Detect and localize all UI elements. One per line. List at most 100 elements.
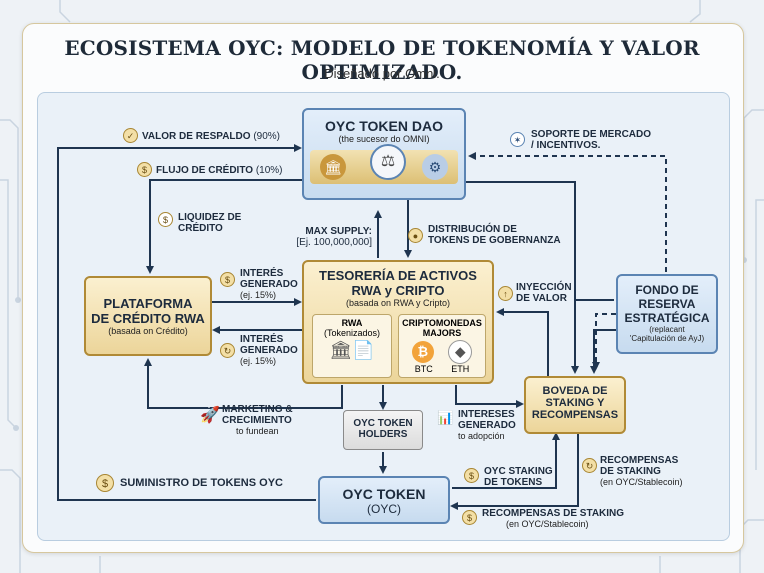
- intereses-label: INTERESES GENERADO to adopción: [458, 409, 516, 442]
- token-title: OYC TOKEN: [342, 486, 426, 502]
- dao-icons: 🏛 ⚖ ⚙: [310, 144, 458, 184]
- shield-check-icon: ✓: [123, 128, 138, 143]
- marketing-label: MARKETING & CRECIMIENTO to fundean: [222, 404, 293, 437]
- soporte-line-2: / INCENTIVOS.: [531, 140, 601, 151]
- flujo-credito-pct: (10%): [255, 165, 283, 176]
- page-subtitle: Diseñado por Omni.: [324, 66, 440, 81]
- rocket-icon: 🚀: [200, 407, 220, 424]
- inyeccion-label: INYECCIÓN DE VALOR: [516, 282, 572, 304]
- network-icon: ✶: [510, 132, 525, 147]
- platform-title-1: PLATAFORMA: [103, 296, 193, 311]
- interes-1-label: INTERÉS GENERADO (ej. 15%): [240, 268, 298, 301]
- inyeccion-line-2: DE VALOR: [516, 293, 567, 304]
- interes-2-label: INTERÉS GENERADO (ej. 15%): [240, 334, 298, 367]
- valor-respaldo-text: VALOR DE RESPALDO: [142, 131, 251, 142]
- recompensas-right-sub: (en OYC/Stablecoin): [600, 477, 683, 487]
- interes-1-pct: (ej. 15%): [240, 290, 277, 300]
- arrow-reserve-staking: [590, 329, 616, 374]
- arrow-valor-respaldo: [57, 144, 316, 501]
- dollar-hand-icon: $: [137, 162, 152, 177]
- crypto-title-2: MAJORS: [422, 328, 462, 338]
- staking-title-2: STAKING Y: [545, 397, 605, 409]
- crypto-title-1: CRIPTOMONEDAS: [402, 318, 482, 328]
- marketing-sub: to fundean: [236, 426, 279, 436]
- bank-icon: 🏛: [320, 154, 346, 180]
- dao-subtitle: (the sucesor do OMNI): [338, 134, 430, 144]
- interes-1-line-2: GENERADO: [240, 279, 298, 290]
- reward-cycle-icon: ↻: [582, 458, 597, 473]
- scales-icon: ⚖: [370, 144, 406, 180]
- platform-title-2: DE CRÉDITO RWA: [91, 311, 205, 326]
- distribucion-line-2: TOKENS DE GOBERNANZA: [428, 235, 561, 246]
- cycle-icon: ↻: [220, 343, 235, 358]
- staking-title-1: BOVEDA DE: [542, 385, 608, 397]
- arrow-flujo-credito: [146, 179, 304, 274]
- reserve-title-3: ESTRATÉGICA: [624, 311, 710, 325]
- arrow-marketing: [144, 358, 343, 409]
- arrow-dao-staking: [466, 181, 579, 374]
- rwa-title: RWA: [341, 318, 363, 328]
- hand-coin-icon: $: [158, 212, 173, 227]
- soporte-line-1: SOPORTE DE MERCADO: [531, 129, 652, 140]
- distribucion-label: DISTRIBUCIÓN DE TOKENS DE GOBERNANZA: [428, 224, 561, 246]
- recompensas-bottom-label: RECOMPENSAS DE STAKING (en OYC/Stablecoi…: [482, 508, 624, 530]
- token-box: OYC TOKEN (OYC): [318, 476, 450, 524]
- bank-doc-icon: 🏛📄: [329, 340, 375, 360]
- chart-icon: 📊: [437, 410, 454, 425]
- intereses-sub: to adopción: [458, 431, 505, 441]
- eth-label: ETH: [451, 364, 470, 374]
- interes-1-line-1: INTERÉS: [240, 268, 284, 279]
- suministro-label: SUMINISTRO DE TOKENS OYC: [120, 477, 283, 489]
- max-supply-line-2: [Ej. 100,000,000]: [296, 237, 372, 248]
- max-supply-label: MAX SUPPLY: [Ej. 100,000,000]: [290, 226, 372, 248]
- treasury-box: TESORERÍA DE ACTIVOS RWA y CRIPTO (basad…: [302, 260, 494, 384]
- interes-2-pct: (ej. 15%): [240, 356, 277, 366]
- eth-icon: ◆: [448, 340, 473, 364]
- platform-box: PLATAFORMA DE CRÉDITO RWA (basada on Cré…: [84, 276, 212, 356]
- arrow-reserve-dashed: [592, 313, 616, 370]
- intereses-line-1: INTERESES: [458, 409, 515, 420]
- gear-icon: ⚙: [422, 154, 448, 180]
- marketing-line-2: CRECIMIENTO: [222, 415, 292, 426]
- oyc-staking-line-1: OYC STAKING: [484, 466, 553, 477]
- oyc-staking-label: OYC STAKING DE TOKENS: [484, 466, 553, 488]
- dollar-coin-icon: $: [96, 474, 114, 492]
- staking-coin-icon: $: [464, 468, 479, 483]
- soporte-label: SOPORTE DE MERCADO / INCENTIVOS.: [531, 129, 651, 151]
- dao-box: OYC TOKEN DAO (the sucesor do OMNI) 🏛 ⚖ …: [302, 108, 466, 200]
- staking-box: BOVEDA DE STAKING Y RECOMPENSAS: [524, 376, 626, 434]
- arrow-soporte: [468, 152, 667, 272]
- staking-title-3: RECOMPENSAS: [531, 409, 619, 421]
- people-icon: ●: [408, 228, 423, 243]
- rwa-subtitle: (Tokenizados): [323, 328, 381, 338]
- interes-2-line-2: GENERADO: [240, 345, 298, 356]
- rwa-sub-box: RWA (Tokenizados) 🏛📄: [312, 314, 392, 378]
- arrow-inyeccion: [496, 308, 549, 378]
- arrow-oyc-staking: [452, 432, 560, 489]
- dao-title: OYC TOKEN DAO: [325, 118, 443, 134]
- platform-subtitle: (basada on Crédito): [108, 326, 188, 336]
- max-supply-line-1: MAX SUPPLY:: [305, 226, 372, 237]
- intereses-line-2: GENERADO: [458, 420, 516, 431]
- arrow-intereses: [455, 385, 524, 408]
- valor-respaldo-label: VALOR DE RESPALDO (90%): [142, 131, 280, 142]
- recompensas-right-line-1: RECOMPENSAS: [600, 455, 679, 466]
- reserve-subtitle-2: 'Capitulación de AyJ): [629, 334, 705, 343]
- liquidez-label: LIQUIDEZ DE CRÉDITO: [178, 212, 241, 234]
- treasury-title-2: RWA y CRIPTO: [351, 283, 445, 298]
- treasury-subtitle: (basada on RWA y Cripto): [345, 298, 451, 308]
- holders-line-2: HOLDERS: [358, 429, 408, 440]
- distribucion-line-1: DISTRIBUCIÓN DE: [428, 224, 517, 235]
- coin-stack-icon: $: [220, 272, 235, 287]
- reserve-title-1: FONDO DE: [635, 283, 699, 297]
- liquidez-line-1: LIQUIDEZ DE: [178, 212, 242, 223]
- btc-label: BTC: [414, 364, 433, 374]
- inyeccion-line-1: INYECCIÓN: [516, 282, 572, 293]
- reserve-title-2: RESERVA: [638, 297, 696, 311]
- reward-coin-icon: $: [462, 510, 477, 525]
- liquidez-line-2: CRÉDITO: [178, 223, 223, 234]
- arrow-recompensas: [450, 434, 579, 510]
- valor-respaldo-pct: (90%): [253, 131, 280, 142]
